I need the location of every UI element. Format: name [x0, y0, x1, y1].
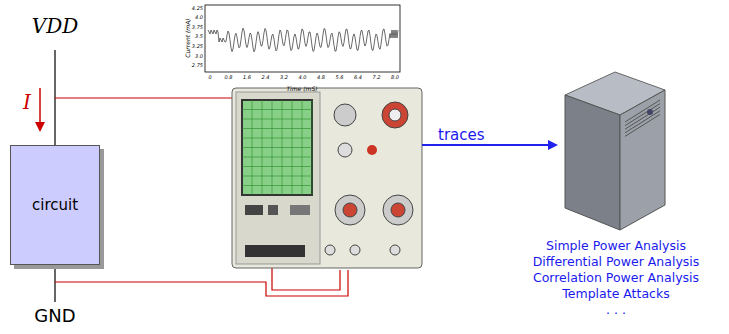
axis-title: Time (mS)	[286, 86, 317, 92]
method-label: Simple Power Analysis	[546, 240, 686, 253]
tick-label: 3.2	[280, 75, 288, 80]
tick-label: 7.2	[373, 75, 381, 80]
node-text: circuit	[32, 196, 78, 214]
tick-label: 3.0	[195, 54, 203, 59]
tick-label: 4.8	[317, 75, 325, 80]
arrow-head	[548, 140, 558, 150]
tick-label: 8.0	[391, 75, 399, 80]
supply-label: VDD	[32, 16, 79, 36]
arrow-head	[35, 122, 45, 132]
ground-wire	[54, 265, 55, 302]
oscilloscope	[232, 88, 422, 268]
tick-label: 3.25	[192, 44, 203, 49]
tick-label: 0.8	[225, 75, 233, 80]
circuit-box: circuit	[10, 145, 100, 265]
axis-title: Current (mA)	[185, 18, 191, 57]
current-plot	[205, 5, 400, 72]
ground-label: GND	[34, 307, 75, 325]
tick-label: 2.4	[262, 75, 270, 80]
current-arrow	[39, 88, 41, 126]
method-label: Differential Power Analysis	[533, 256, 700, 269]
tick-label: 5.6	[336, 75, 344, 80]
method-label: Template Attacks	[562, 288, 669, 301]
probe-wire	[55, 270, 348, 296]
tick-label: 4.25	[192, 6, 203, 11]
tick-label: 4.0	[195, 15, 203, 20]
tick-label: 0	[208, 75, 211, 80]
tick-label: 4.0	[299, 75, 307, 80]
method-label: Correlation Power Analysis	[533, 272, 699, 285]
traces-label: traces	[438, 128, 485, 143]
current-label: I	[23, 92, 31, 112]
method-label: . . .	[606, 304, 626, 317]
tick-label: 3.75	[192, 25, 203, 30]
tick-label: 1.6	[243, 75, 251, 80]
tick-label: 6.4	[354, 75, 362, 80]
tick-label: 3.5	[195, 34, 203, 39]
traces-arrow	[422, 144, 550, 146]
tick-label: 2.75	[192, 63, 203, 68]
server	[565, 72, 665, 230]
